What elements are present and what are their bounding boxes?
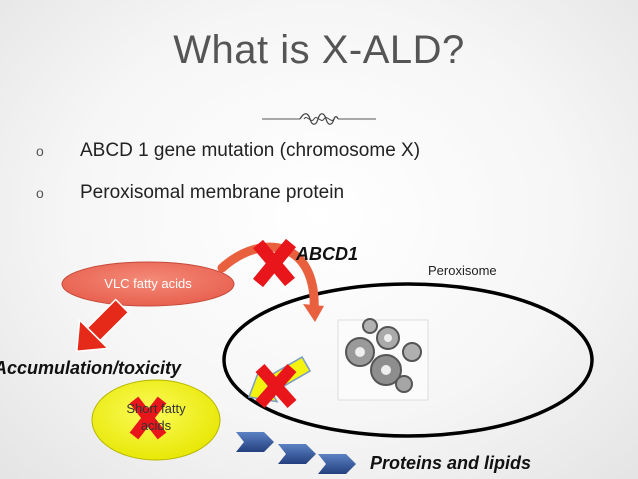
chevron-arrow-icon	[236, 432, 274, 452]
gears-icon	[337, 318, 429, 401]
bullet-text: Peroxisomal membrane protein	[80, 182, 345, 203]
peroxisome-membrane	[222, 282, 594, 438]
abcd1-label: ABCD1	[296, 244, 359, 264]
curved-arrow-head-icon	[303, 304, 324, 322]
bullet-marker: o	[36, 143, 44, 159]
accumulation-label: Accumulation/toxicity	[0, 358, 182, 378]
blocked-cross-icon	[255, 364, 297, 408]
accumulation-arrow-icon	[75, 298, 130, 353]
proteins-lipids-label: Proteins and lipids	[370, 453, 532, 473]
bullet-item: o ABCD 1 gene mutation (chromosome X)	[36, 140, 420, 162]
vlc-fatty-acids-label: VLC fatty acids	[104, 276, 192, 291]
peroxisome-label: Peroxisome	[428, 263, 497, 278]
bullet-item: o Peroxisomal membrane protein	[36, 182, 344, 204]
bullet-text: ABCD 1 gene mutation (chromosome X)	[80, 140, 421, 161]
short-fatty-acids-label: Short fatty acids	[86, 400, 226, 434]
bullet-marker: o	[36, 185, 44, 201]
chevron-arrow-icon	[278, 444, 316, 464]
short-fatty-line: Short fatty	[126, 401, 186, 416]
slide-title: What is X-ALD?	[173, 28, 465, 72]
chevron-arrow-icon	[318, 454, 356, 474]
short-fatty-line: acids	[140, 418, 172, 433]
blocked-cross-icon	[252, 238, 297, 288]
divider-ornament-icon	[262, 113, 376, 125]
blocked-cross-icon	[129, 396, 167, 440]
vlc-fatty-acids-oval	[61, 261, 235, 307]
